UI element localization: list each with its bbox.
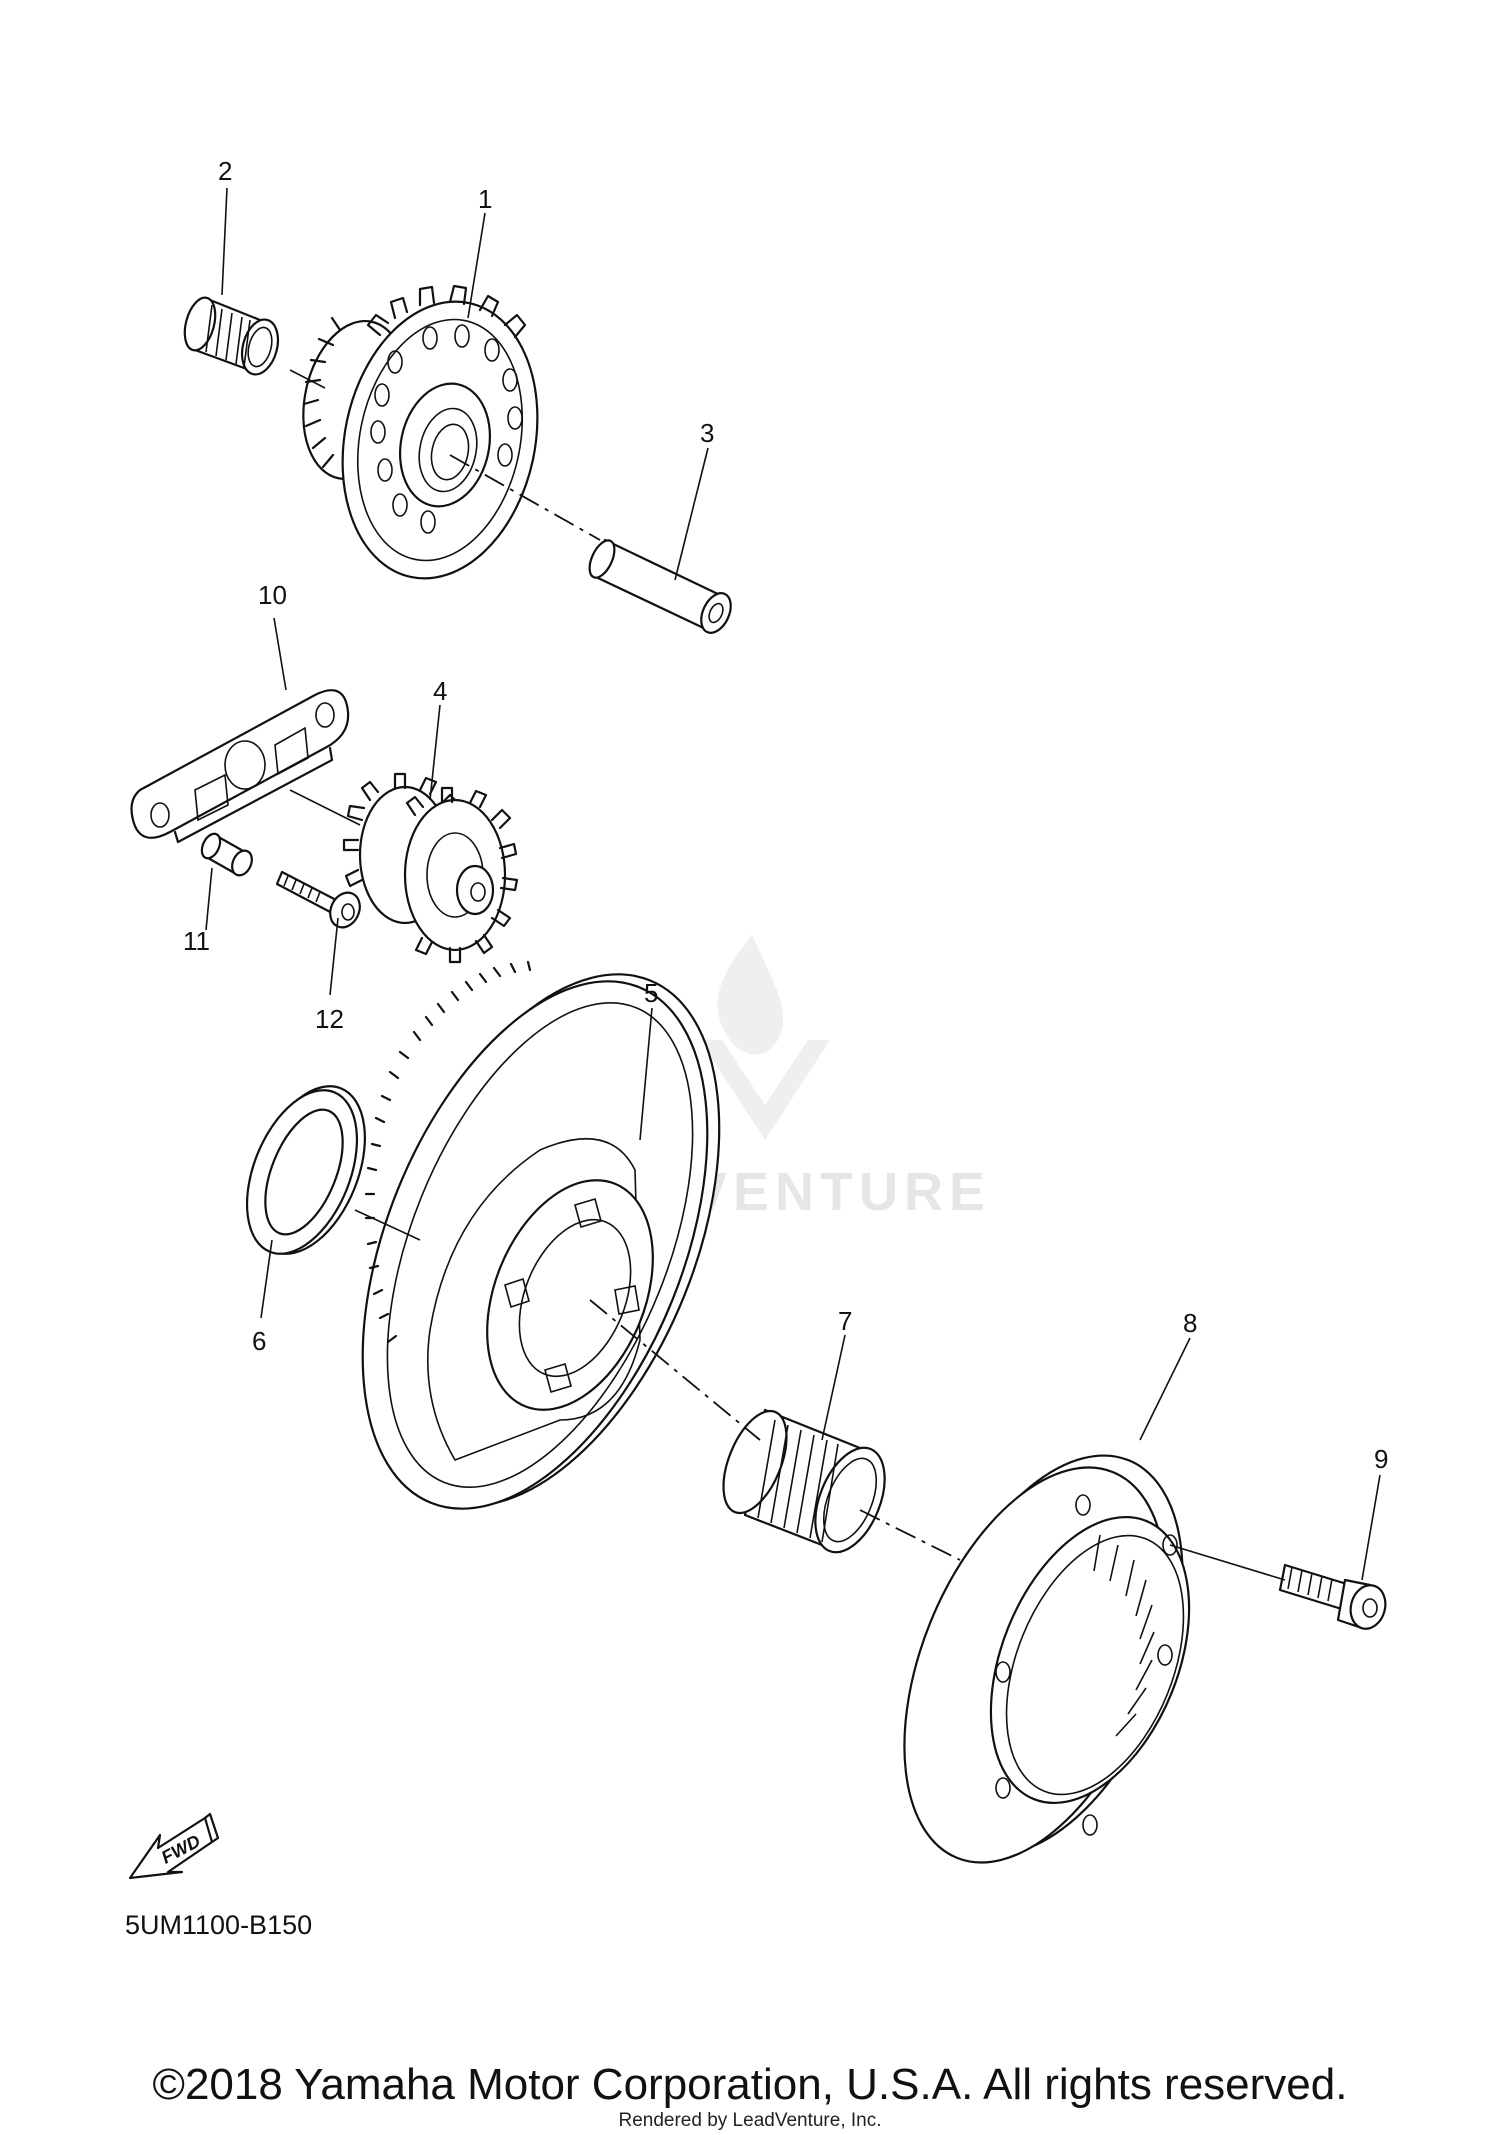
starter-wheel-gear[interactable] xyxy=(294,924,789,1558)
watermark-logo-icon xyxy=(700,935,830,1140)
callout-8[interactable]: 8 xyxy=(1183,1308,1197,1338)
fwd-arrow-icon: FWD xyxy=(128,1812,220,1880)
callout-2[interactable]: 2 xyxy=(218,156,232,186)
copyright-notice: ©2018 Yamaha Motor Corporation, U.S.A. A… xyxy=(152,2060,1348,2109)
callout-6[interactable]: 6 xyxy=(252,1326,266,1356)
callout-12[interactable]: 12 xyxy=(315,1004,344,1034)
callout-1[interactable]: 1 xyxy=(478,184,492,214)
shaft[interactable] xyxy=(584,537,736,638)
idler-gear-double[interactable] xyxy=(342,772,519,964)
starter-clutch-assy[interactable] xyxy=(852,1417,1235,1900)
callout-3[interactable]: 3 xyxy=(700,418,714,448)
callout-11[interactable]: 11 xyxy=(183,926,210,956)
needle-bearing-small[interactable] xyxy=(179,294,283,378)
callout-5[interactable]: 5 xyxy=(644,978,658,1008)
callout-4[interactable]: 4 xyxy=(433,676,447,706)
rendered-by-notice: Rendered by LeadVenture, Inc. xyxy=(618,2110,882,2131)
callout-9[interactable]: 9 xyxy=(1374,1444,1388,1474)
diagram-code: 5UM1100-B150 xyxy=(125,1910,312,1940)
callout-7[interactable]: 7 xyxy=(838,1306,852,1336)
bolt-9[interactable] xyxy=(1278,1563,1390,1633)
callout-10[interactable]: 10 xyxy=(258,580,287,610)
plate[interactable] xyxy=(130,689,350,844)
needle-bearing-large[interactable] xyxy=(711,1402,899,1562)
leader-lines xyxy=(205,187,1381,1581)
idler-gear[interactable] xyxy=(289,283,562,596)
assembly-centerlines xyxy=(289,369,1286,1581)
collar[interactable] xyxy=(198,831,255,879)
washer[interactable] xyxy=(225,1070,387,1271)
callout-labels: 1 2 3 4 5 6 7 8 9 10 11 12 xyxy=(183,156,1388,1474)
bolt-12[interactable] xyxy=(275,870,365,932)
